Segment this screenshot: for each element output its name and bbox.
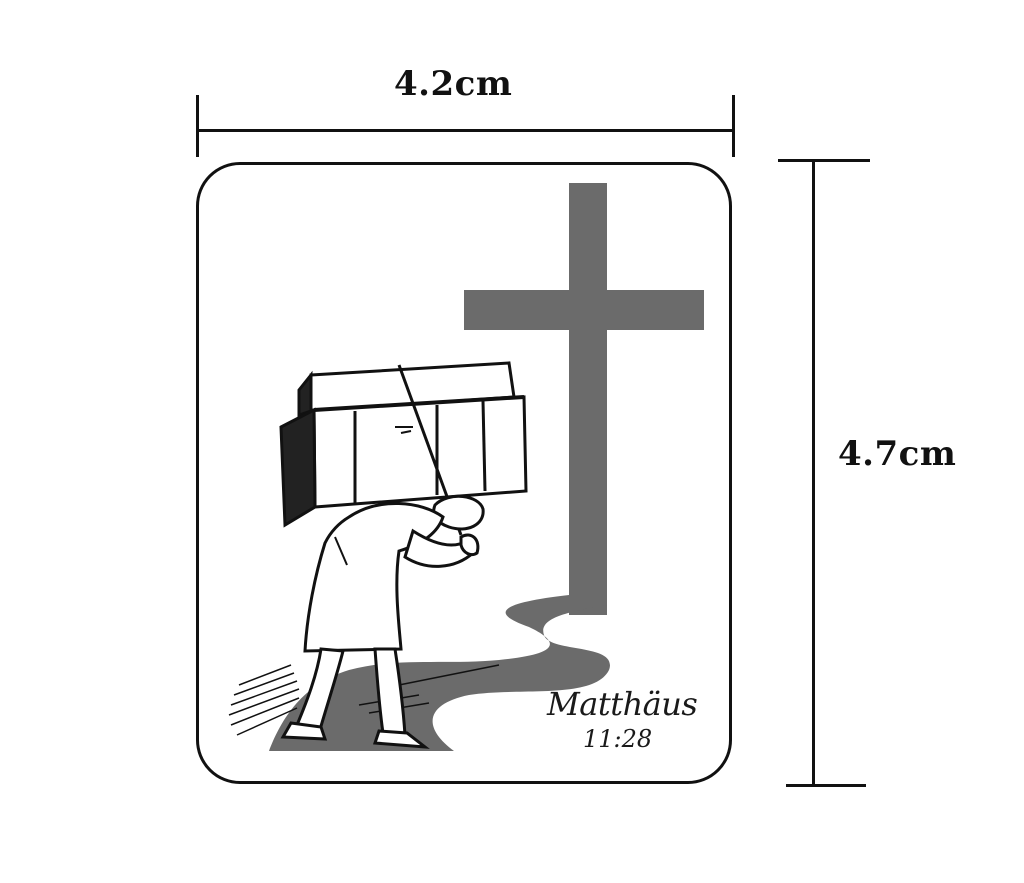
figure xyxy=(280,494,485,749)
left-foot xyxy=(280,721,328,741)
hand xyxy=(459,533,480,557)
cross-vertical-beam xyxy=(569,183,607,615)
height-dimension-line xyxy=(812,160,815,786)
width-dimension-label: 4.2cm xyxy=(394,64,513,104)
bottom-box xyxy=(312,395,528,509)
tunic xyxy=(303,501,445,653)
height-dimension-label: 4.7cm xyxy=(838,434,957,474)
verse-book-text: Matthäus xyxy=(547,685,698,723)
burden-boxes xyxy=(279,361,528,528)
verse-reference-text: 11:28 xyxy=(583,725,653,753)
cross-horizontal-beam xyxy=(464,290,704,330)
width-dimension-line xyxy=(198,129,734,132)
width-dimension-left-tick xyxy=(196,95,199,157)
right-foot xyxy=(372,729,430,749)
sticker-artwork xyxy=(228,183,704,751)
height-dimension-bottom-tick xyxy=(786,784,866,787)
cross-shadow-path xyxy=(269,595,610,751)
width-dimension-right-tick xyxy=(732,95,735,157)
sticker-card: Matthäus 11:28 xyxy=(196,162,732,784)
height-dimension-top-tick xyxy=(778,159,870,162)
